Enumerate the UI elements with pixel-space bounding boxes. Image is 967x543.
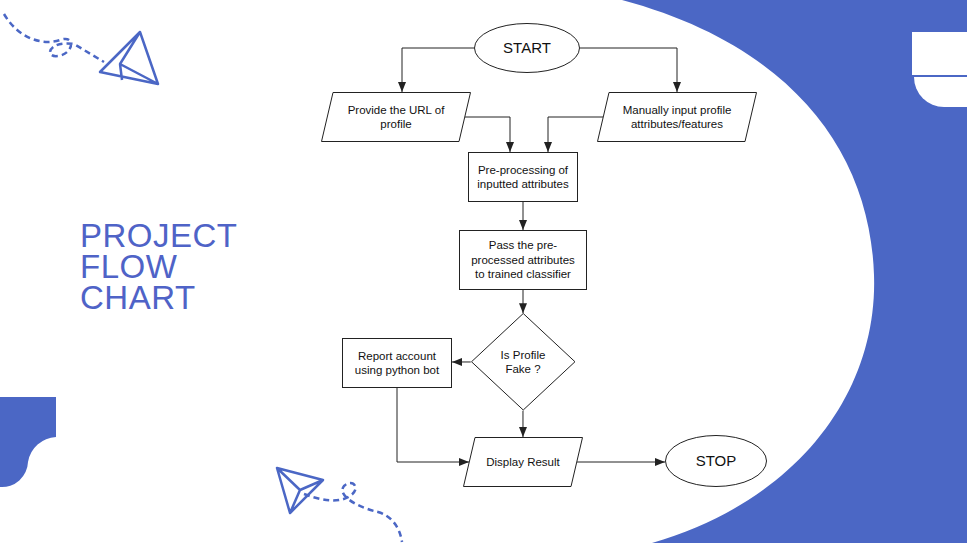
flow-arrow xyxy=(523,202,524,230)
paper-plane xyxy=(277,468,323,513)
node-label: Pre-processing of inputted attributes xyxy=(474,163,572,192)
flow-arrow xyxy=(580,48,677,92)
process-box: Pass the pre-processed attributes to tra… xyxy=(459,230,587,290)
io-parallelogram: Provide the URL of profile xyxy=(321,92,471,142)
flow-arrow xyxy=(397,388,469,462)
decision-diamond: Is Profile Fake ? xyxy=(471,313,575,411)
flow-arrow xyxy=(402,48,474,92)
node-label: Report account using python bot xyxy=(348,349,446,378)
outline-path xyxy=(469,153,578,202)
node-text: Pass the pre-processed attributes to tra… xyxy=(465,238,581,281)
node-outline xyxy=(342,338,452,388)
outline-path xyxy=(598,93,757,142)
corner-notch xyxy=(912,32,967,75)
node-label: Pass the pre-processed attributes to tra… xyxy=(465,238,581,281)
blue-region xyxy=(622,0,967,543)
flow-arrow xyxy=(465,117,510,152)
outline-path xyxy=(460,231,587,290)
outline-path xyxy=(322,93,471,142)
flow-arrow xyxy=(452,361,471,362)
corner-block xyxy=(0,397,56,487)
node-label: Is Profile Fake ? xyxy=(494,348,552,377)
process-box: Pre-processing of inputted attributes xyxy=(468,152,578,202)
node-label: Display Result xyxy=(479,455,567,469)
node-text: Manually input profile attributes/featur… xyxy=(613,103,741,132)
node-label: Manually input profile attributes/featur… xyxy=(613,103,741,132)
node-text: Display Result xyxy=(479,455,567,469)
io-parallelogram: Manually input profile attributes/featur… xyxy=(597,92,757,142)
outline-path xyxy=(464,438,583,487)
node-label: STOP xyxy=(680,452,751,471)
outline-path xyxy=(666,436,767,487)
flow-arrow xyxy=(577,462,665,463)
terminal-ellipse: START xyxy=(474,23,580,73)
terminal-ellipse: STOP xyxy=(665,435,767,487)
dashed-trail xyxy=(4,14,104,62)
outline-path xyxy=(343,339,452,388)
node-outline xyxy=(597,92,757,142)
node-text: START xyxy=(490,39,564,58)
node-outline xyxy=(468,152,578,202)
io-parallelogram: Display Result xyxy=(463,437,583,487)
process-box: Report account using python bot xyxy=(342,338,452,388)
node-text: Pre-processing of inputted attributes xyxy=(474,163,572,192)
corner-notch xyxy=(914,77,967,107)
node-text: STOP xyxy=(680,452,751,471)
node-label: Provide the URL of profile xyxy=(337,103,455,132)
flow-arrow xyxy=(548,117,603,152)
node-text: Provide the URL of profile xyxy=(337,103,455,132)
node-label: START xyxy=(490,39,564,58)
node-text: Is Profile Fake ? xyxy=(494,348,552,377)
dashed-trail xyxy=(304,483,402,542)
slide-title: PROJECT FLOW CHART xyxy=(80,220,240,313)
outline-path xyxy=(471,314,574,411)
flow-arrow xyxy=(523,290,524,313)
paper-plane xyxy=(100,32,158,84)
outline-path xyxy=(475,24,580,73)
node-outline xyxy=(321,92,471,142)
node-text: Report account using python bot xyxy=(348,349,446,378)
node-outline xyxy=(471,313,575,411)
flow-arrow xyxy=(522,411,523,437)
